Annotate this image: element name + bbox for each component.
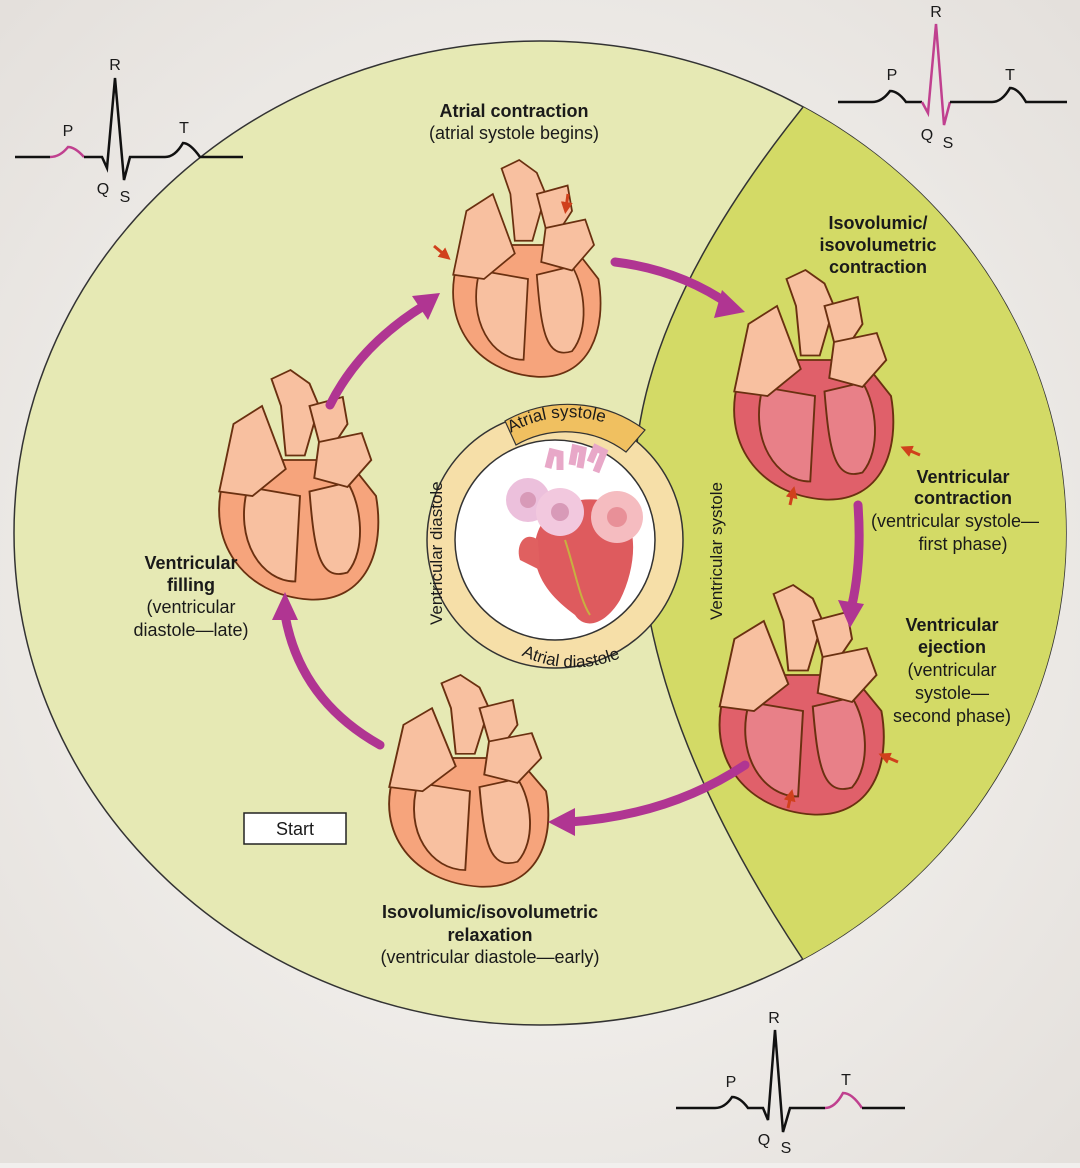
svg-text:P: P (63, 123, 74, 140)
svg-text:Ventricular: Ventricular (144, 553, 237, 573)
svg-text:P: P (726, 1074, 737, 1091)
svg-text:Q: Q (921, 127, 933, 144)
svg-text:R: R (930, 4, 942, 21)
svg-text:T: T (841, 1072, 851, 1089)
label-ventricular-systole: Ventricular systole (707, 482, 726, 620)
svg-text:T: T (179, 120, 189, 137)
svg-text:(ventricular: (ventricular (146, 597, 235, 617)
svg-text:Isovolumic/: Isovolumic/ (828, 213, 927, 233)
label-ventricular-filling: Ventricular filling (ventricular diastol… (133, 553, 248, 640)
cycle-arrows (280, 257, 864, 827)
floral-heart-illustration (506, 443, 643, 624)
svg-text:Start: Start (276, 819, 314, 839)
label-ventricular-contraction: Ventricular contraction (ventricular sys… (871, 467, 1039, 554)
label-ventricular-ejection: Ventricular ejection (ventricular systol… (893, 615, 1011, 726)
contraction-arrows (433, 193, 921, 809)
svg-text:ejection: ejection (918, 637, 986, 657)
ecg-trace-atrial: P R T Q S (15, 57, 243, 206)
svg-text:P: P (887, 67, 898, 84)
svg-text:Isovolumic/isovolumetric: Isovolumic/isovolumetric (382, 902, 598, 922)
start-box: Start (243, 812, 347, 845)
svg-text:filling: filling (167, 575, 215, 595)
svg-text:S: S (120, 189, 131, 206)
label-ventricular-diastole: Ventricular diastole (427, 481, 446, 625)
svg-text:Ventricular: Ventricular (916, 467, 1009, 487)
svg-text:(ventricular diastole—early): (ventricular diastole—early) (380, 947, 599, 967)
svg-text:relaxation: relaxation (447, 925, 532, 945)
svg-text:S: S (943, 135, 954, 152)
svg-text:diastole—late): diastole—late) (133, 620, 248, 640)
svg-text:(ventricular systole—: (ventricular systole— (871, 511, 1039, 531)
ecg-trace-ventricular-relaxation: P R T Q S (676, 1010, 905, 1157)
svg-text:R: R (109, 57, 121, 74)
svg-text:(ventricular: (ventricular (907, 660, 996, 680)
label-isovolumic-contraction: Isovolumic/ isovolumetric contraction (819, 213, 936, 277)
svg-text:Q: Q (97, 181, 109, 198)
svg-text:contraction: contraction (829, 257, 927, 277)
svg-text:first phase): first phase) (918, 534, 1007, 554)
cycle-arrowheads (272, 290, 864, 836)
svg-text:Atrial contraction: Atrial contraction (439, 101, 588, 121)
svg-text:systole—: systole— (915, 683, 989, 703)
label-isovolumic-relaxation: Isovolumic/isovolumetric relaxation (ven… (380, 902, 599, 967)
svg-text:second phase): second phase) (893, 706, 1011, 726)
svg-text:isovolumetric: isovolumetric (819, 235, 936, 255)
svg-text:Q: Q (758, 1132, 770, 1149)
svg-text:T: T (1005, 67, 1015, 84)
ecg-trace-ventricular-contraction: P R T Q S (838, 4, 1067, 152)
svg-text:S: S (781, 1140, 792, 1157)
svg-text:Ventricular: Ventricular (905, 615, 998, 635)
svg-text:(atrial systole begins): (atrial systole begins) (429, 123, 599, 143)
svg-text:contraction: contraction (914, 488, 1012, 508)
atrial-systole-segment (504, 403, 646, 453)
svg-text:R: R (768, 1010, 780, 1027)
label-atrial-contraction: Atrial contraction (atrial systole begin… (429, 101, 599, 143)
